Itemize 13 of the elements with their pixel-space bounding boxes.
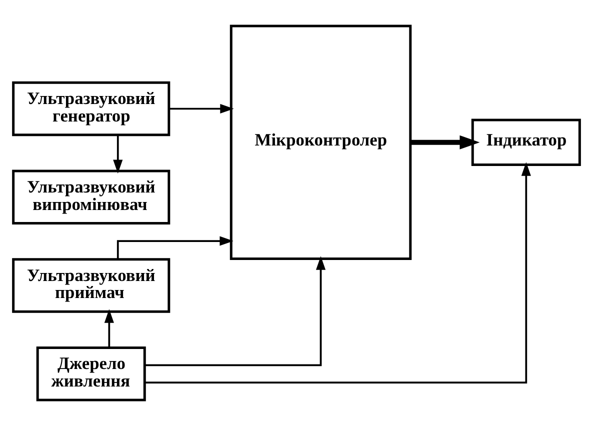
node-box: Ультразвуковий генератор xyxy=(12,81,170,136)
node-box: Ультразвуковий приймач xyxy=(12,258,170,313)
arrow xyxy=(113,135,123,174)
arrow xyxy=(410,135,480,150)
arrow xyxy=(169,104,234,114)
arrow xyxy=(144,256,326,366)
node-box: Джерело живлення xyxy=(36,346,146,402)
arrow xyxy=(116,236,234,260)
node-box: Мікроконтролер xyxy=(230,24,412,260)
node-box: Ультразвуковий випромінювач xyxy=(12,170,170,225)
arrow xyxy=(144,162,531,384)
node-box: Індикатор xyxy=(471,118,581,166)
arrow xyxy=(104,309,114,348)
